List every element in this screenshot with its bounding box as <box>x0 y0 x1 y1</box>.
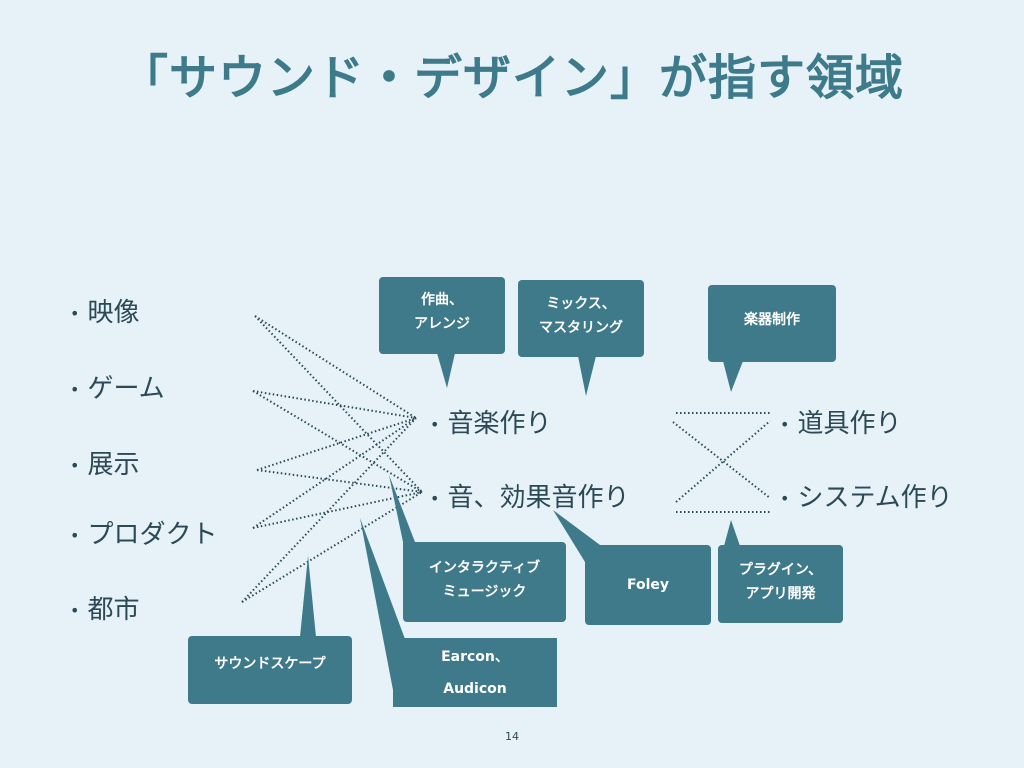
callout-interactive-tail <box>389 475 415 560</box>
left-item-game: •ゲーム <box>70 374 165 404</box>
page-number: 14 <box>505 730 519 743</box>
middle-item-sfx: •音、効果音作り <box>430 483 630 513</box>
callout-instrument-tail <box>723 361 743 392</box>
callout-compose: 作曲、アレンジ <box>414 292 470 332</box>
callout-interactive: インタラクティブミュージック <box>428 560 541 600</box>
left-item-product: •プロダクト <box>70 520 218 550</box>
link-line <box>672 421 771 499</box>
link-line <box>256 417 417 471</box>
middle-item-music: •音楽作り <box>430 409 552 439</box>
slide-title: 「サウンド・デザイン」が指す領域 <box>119 50 904 106</box>
left-item-exhibition: •展示 <box>70 450 140 480</box>
link-line <box>252 417 417 529</box>
link-line <box>256 469 423 493</box>
callout-instrument-box <box>708 285 836 362</box>
callout-soundscape-box <box>188 636 352 704</box>
link-line <box>252 390 423 493</box>
left-item-city: •都市 <box>70 595 140 625</box>
left-item-video: •映像 <box>70 298 140 328</box>
callout-mix: ミックス、マスタリング <box>539 296 623 336</box>
callout-compose-box <box>379 277 505 354</box>
callout-soundscape: サウンドスケープ <box>214 656 326 672</box>
callout-plugin: プラグイン、アプリ開発 <box>738 562 823 602</box>
link-line <box>675 420 771 503</box>
callout-foley-tail <box>553 510 600 562</box>
callout-foley: Foley <box>626 577 670 593</box>
link-line <box>252 390 417 419</box>
callout-interactive-box <box>403 542 566 622</box>
callout-compose-tail <box>437 353 455 388</box>
callout-plugin-tail <box>724 520 740 546</box>
callout-earcon-tail <box>360 518 405 690</box>
callout-earcon: Earcon、Audicon <box>441 649 509 697</box>
link-line <box>252 491 423 529</box>
callout-earcon-box <box>393 638 557 707</box>
callout-soundscape-tail <box>300 556 316 637</box>
callout-mix-tail <box>578 356 596 396</box>
link-line <box>241 491 423 603</box>
link-line <box>254 315 423 493</box>
right-item-systems: •システム作り <box>780 483 953 513</box>
right-item-tools: •道具作り <box>780 409 902 439</box>
callout-foley-box <box>585 545 711 625</box>
callout-plugin-box <box>718 545 843 623</box>
callout-mix-box <box>518 280 644 357</box>
callout-instrument: 楽器制作 <box>744 312 800 328</box>
